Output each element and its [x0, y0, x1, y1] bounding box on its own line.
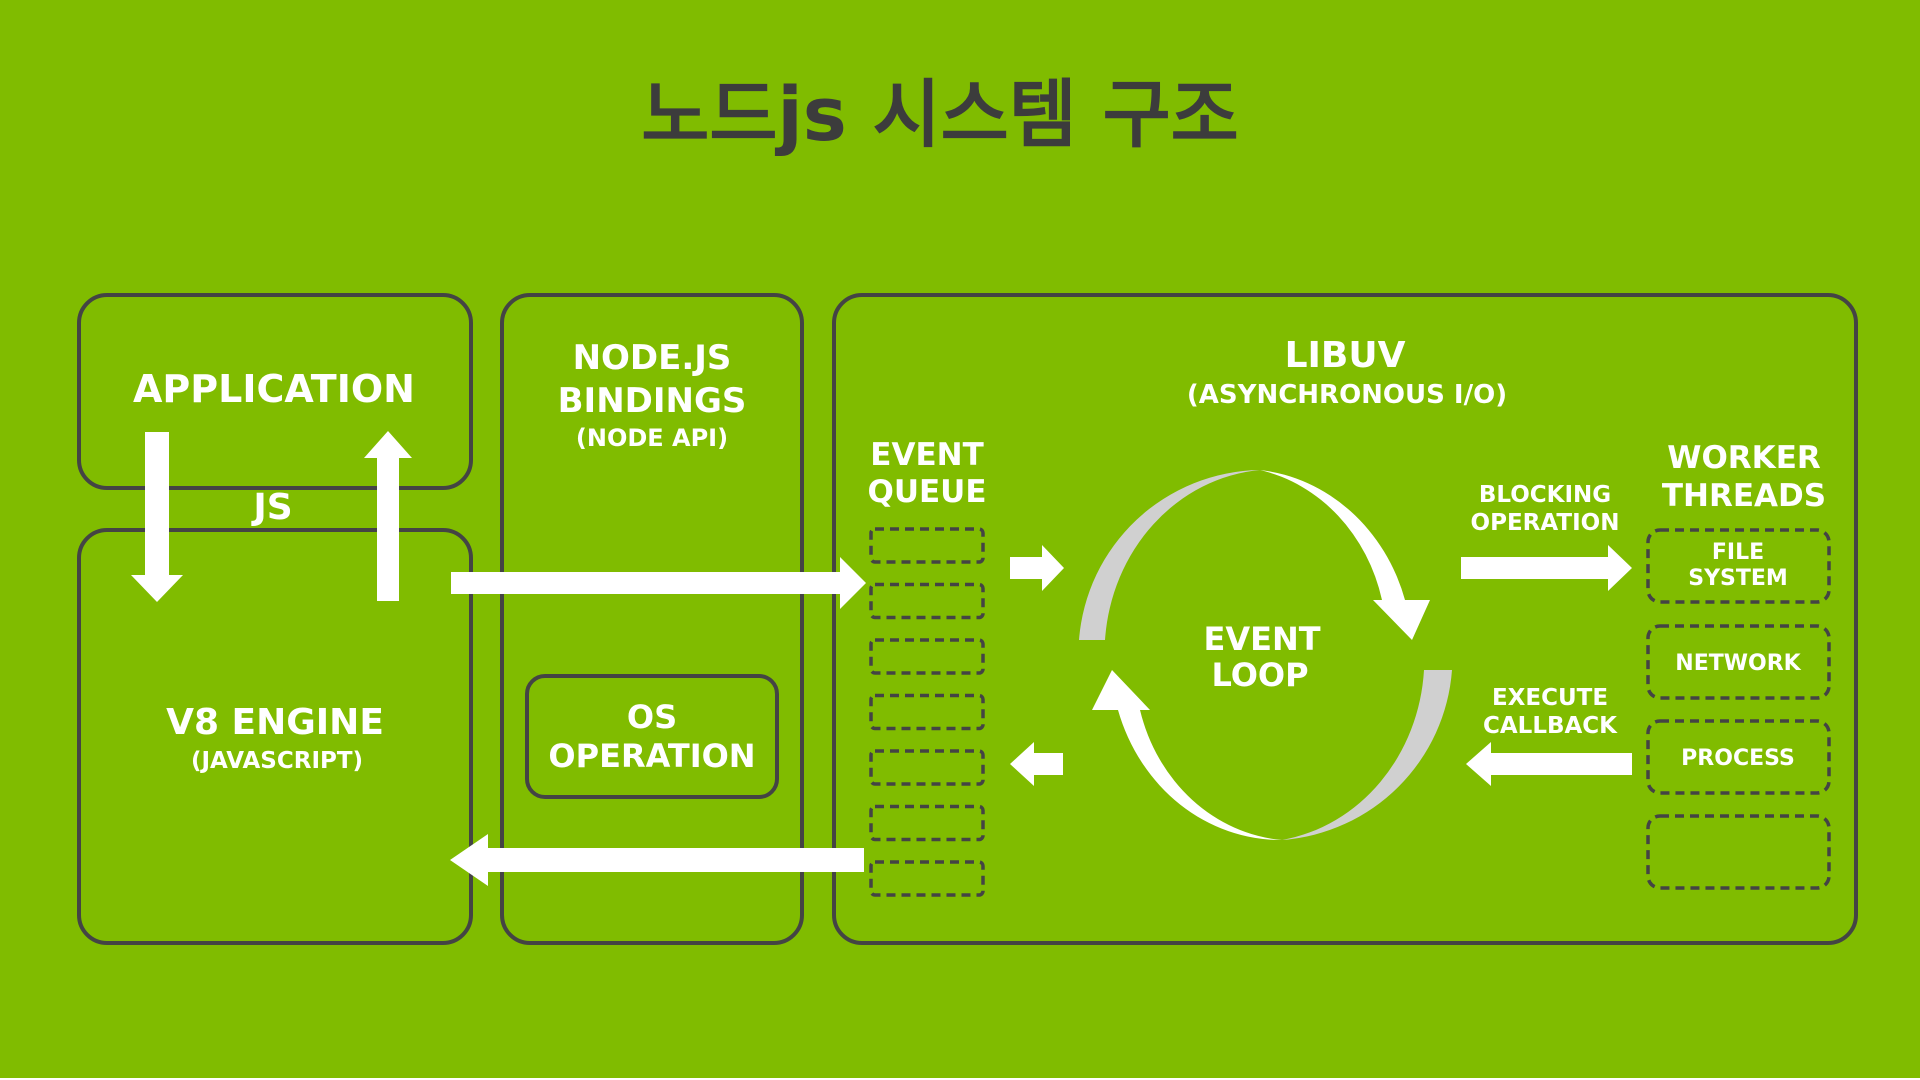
worker-thread-label: NETWORK — [1675, 651, 1801, 676]
event-queue-slot — [869, 804, 985, 842]
execute-label-line1: EXECUTE — [1492, 685, 1608, 711]
event-loop-upper-shade — [1079, 470, 1260, 640]
event-queue-slot — [869, 638, 985, 675]
os-operation-label-line2: OPERATION — [548, 737, 755, 775]
arrow-to-event-queue — [451, 557, 866, 609]
js-label: JS — [250, 487, 292, 528]
event-queue-slot — [869, 860, 985, 897]
bindings-box — [500, 293, 804, 945]
blocking-label-line2: OPERATION — [1471, 510, 1620, 536]
arrow-to-v8-engine — [450, 834, 864, 886]
application-label: APPLICATION — [133, 367, 415, 411]
blocking-label-line1: BLOCKING — [1479, 482, 1611, 508]
event-queue-slots — [869, 527, 985, 897]
v8-engine-label: V8 ENGINE — [166, 702, 384, 743]
os-operation-box — [525, 674, 779, 799]
worker-threads-label-line2: THREADS — [1662, 478, 1826, 514]
v8-engine-box — [77, 528, 473, 945]
worker-thread-box — [1646, 528, 1831, 604]
event-queue-slot — [869, 749, 985, 786]
bindings-sublabel: (NODE API) — [576, 424, 728, 452]
application-box — [77, 293, 473, 490]
event-queue-label-line2: QUEUE — [867, 474, 986, 510]
blocking-operation-arrow — [1461, 545, 1632, 591]
event-loop-label-line2: LOOP — [1211, 656, 1308, 694]
bindings-label-line2: BINDINGS — [558, 381, 747, 421]
execute-callback-arrow — [1466, 742, 1632, 786]
libuv-label: LIBUV — [1285, 335, 1406, 376]
arrow-queue-to-loop — [1010, 545, 1064, 591]
worker-thread-box — [1646, 814, 1831, 890]
event-queue-slot — [869, 693, 985, 731]
worker-thread-label: PROCESS — [1681, 746, 1795, 771]
up-arrow-js — [364, 431, 412, 601]
v8-engine-sublabel: (JAVASCRIPT) — [191, 748, 363, 774]
worker-thread-box — [1646, 624, 1831, 700]
event-loop-label-line1: EVENT — [1203, 620, 1320, 658]
libuv-box — [832, 293, 1858, 945]
down-arrow-js — [131, 432, 183, 602]
libuv-sublabel: (ASYNCHRONOUS I/O) — [1187, 380, 1507, 410]
event-loop-lower-shade — [1282, 670, 1452, 840]
worker-thread-label: FILE — [1712, 540, 1764, 565]
worker-thread-label: SYSTEM — [1688, 566, 1788, 591]
execute-label-line2: CALLBACK — [1483, 713, 1618, 739]
event-queue-slot — [869, 582, 985, 620]
event-loop-cycle — [1079, 470, 1452, 841]
worker-threads-label-line1: WORKER — [1667, 440, 1821, 476]
arrow-loop-to-queue — [1010, 742, 1063, 786]
diagram-title: 노드js 시스템 구조 — [641, 72, 1239, 158]
bindings-label-line1: NODE.JS — [573, 338, 732, 378]
event-loop-upper-arrow — [1260, 470, 1430, 640]
event-loop-lower-arrow — [1092, 670, 1282, 841]
os-operation-label-line1: OS — [627, 698, 677, 736]
event-queue-slot — [869, 527, 985, 564]
worker-thread-box — [1646, 719, 1831, 795]
event-queue-label-line1: EVENT — [870, 437, 983, 473]
